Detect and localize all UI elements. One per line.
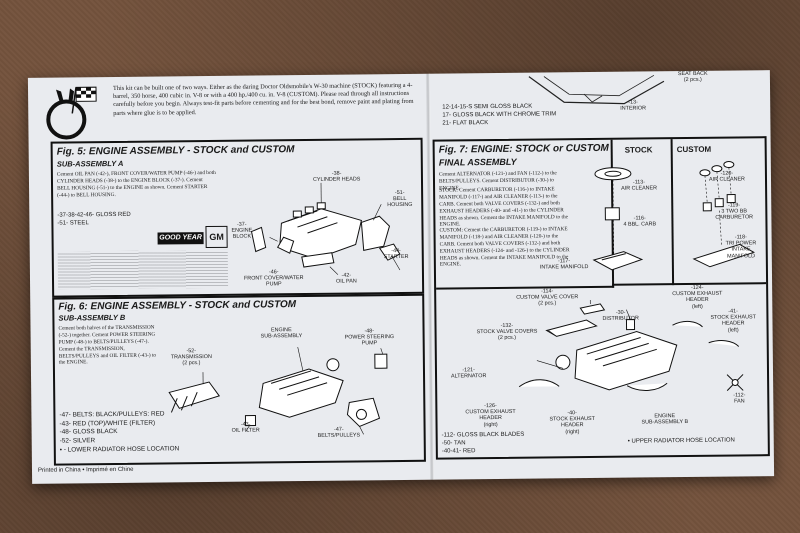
starter-label: -44-STARTER bbox=[383, 248, 409, 261]
intro-text: This kit can be built one of two ways. E… bbox=[112, 81, 414, 117]
final-engine-drawing bbox=[518, 300, 744, 391]
fig7-body-stock: STOCK: Cement CARBURETOR (-116-) to INTA… bbox=[439, 186, 569, 228]
carb-label: -116-4 BBL. CARB bbox=[623, 215, 657, 228]
alternator-label: -121-ALTERNATOR bbox=[451, 367, 487, 380]
fig5-panel: Fig. 5: ENGINE ASSEMBLY - STOCK and CUST… bbox=[50, 137, 425, 298]
legend-line: -47- BELTS: BLACK/PULLEYS: RED bbox=[59, 410, 165, 419]
goodyear-logo: GOOD YEAR bbox=[157, 232, 204, 245]
paint-line: 21- FLAT BLACK bbox=[442, 120, 489, 127]
doctor-logo-icon bbox=[46, 86, 97, 140]
trademark-fine-print bbox=[57, 249, 229, 290]
interior-drawing bbox=[528, 74, 665, 105]
custom-air-cleaner-label: -120-AIR CLEANER bbox=[708, 170, 745, 183]
custom-valve-cover-label: -114-CUSTOM VALVE COVER(2 pcs.) bbox=[516, 288, 579, 307]
transmission-label: -52-TRANSMISSION(2 pcs.) bbox=[170, 348, 212, 367]
oil-filter-label: -43-OIL FILTER bbox=[231, 421, 260, 434]
distributor-label: -30-DISTRIBUTOR bbox=[602, 309, 639, 323]
center-fold bbox=[425, 73, 435, 480]
cylinder-heads-label: -38-CYLINDER HEADS bbox=[312, 170, 361, 184]
seat-back-label: SEAT BACK(2 pcs.) bbox=[677, 70, 708, 84]
fig6-body: Cement both halves of the TRANSMISSION (… bbox=[58, 324, 157, 366]
fig5-paint: -37-38-42-46- GLOSS RED -51- STEEL bbox=[57, 211, 131, 228]
instruction-sheet: This kit can be built one of two ways. E… bbox=[27, 70, 775, 484]
fig7-panel: Fig. 7: ENGINE: STOCK or CUSTOM FINAL AS… bbox=[432, 136, 770, 460]
stock-header: STOCK bbox=[624, 145, 653, 155]
legend-line: • - LOWER RADIATOR HOSE LOCATION bbox=[59, 444, 180, 454]
engine-block-drawing bbox=[250, 182, 401, 275]
fig7-subtitle: FINAL ASSEMBLY bbox=[438, 156, 517, 168]
paint-line: -37-38-42-46- GLOSS RED bbox=[57, 211, 131, 219]
air-cleaner-label: -113-AIR CLEANER bbox=[621, 179, 658, 192]
printed-in-china: Printed in China • Imprimé en Chine bbox=[37, 466, 134, 474]
upper-hose-note: • UPPER RADIATOR HOSE LOCATION bbox=[627, 437, 735, 445]
belts-pulleys-label: -47-BELTS/PULLEYS bbox=[317, 426, 361, 440]
fig5-body: Cement OIL PAN (-42-), FRONT COVER/WATER… bbox=[56, 169, 216, 199]
fan-label: -112-FAN bbox=[733, 392, 746, 405]
paint-line: 17- GLOSS BLACK WITH CHROME TRIM bbox=[442, 111, 557, 119]
legend-line: -112- GLOSS BLACK BLADES bbox=[441, 431, 525, 439]
legend-line: -40-41- RED bbox=[441, 448, 476, 455]
engine-assembly-b-drawing bbox=[168, 347, 388, 435]
paint-list-top: 12-14-15-S SEMI GLOSS BLACK 17- GLOSS BL… bbox=[442, 102, 556, 127]
stock-valve-covers-label: -132-STOCK VALVE COVERS(2 pcs.) bbox=[476, 322, 538, 342]
custom-header: CUSTOM bbox=[676, 144, 712, 155]
fig6-panel: Fig. 6: ENGINE ASSEMBLY - STOCK and CUST… bbox=[52, 293, 426, 466]
interior-label: -13-INTERIOR bbox=[620, 99, 647, 112]
intake-manifold-label: -117-INTAKE MANIFOLD bbox=[539, 258, 589, 271]
fig7-title: Fig. 7: ENGINE: STOCK or CUSTOM bbox=[438, 142, 609, 156]
fig5-subtitle: SUB-ASSEMBLY A bbox=[56, 158, 124, 169]
fig6-subtitle: SUB-ASSEMBLY B bbox=[58, 312, 126, 323]
fig5-title: Fig. 5: ENGINE ASSEMBLY - STOCK and CUST… bbox=[56, 144, 295, 158]
fig7-legend: -112- GLOSS BLACK BLADES -50- TAN -40-41… bbox=[442, 431, 525, 456]
oil-pan-label: -42-OIL PAN bbox=[336, 272, 357, 285]
fig6-title: Fig. 6: ENGINE ASSEMBLY - STOCK and CUST… bbox=[58, 299, 297, 313]
paint-line: -51- STEEL bbox=[57, 220, 89, 227]
fig6-legend: -47- BELTS: BLACK/PULLEYS: RED -43- RED … bbox=[59, 410, 179, 454]
carb-drawings bbox=[592, 161, 755, 271]
gm-logo: GM bbox=[205, 225, 228, 249]
